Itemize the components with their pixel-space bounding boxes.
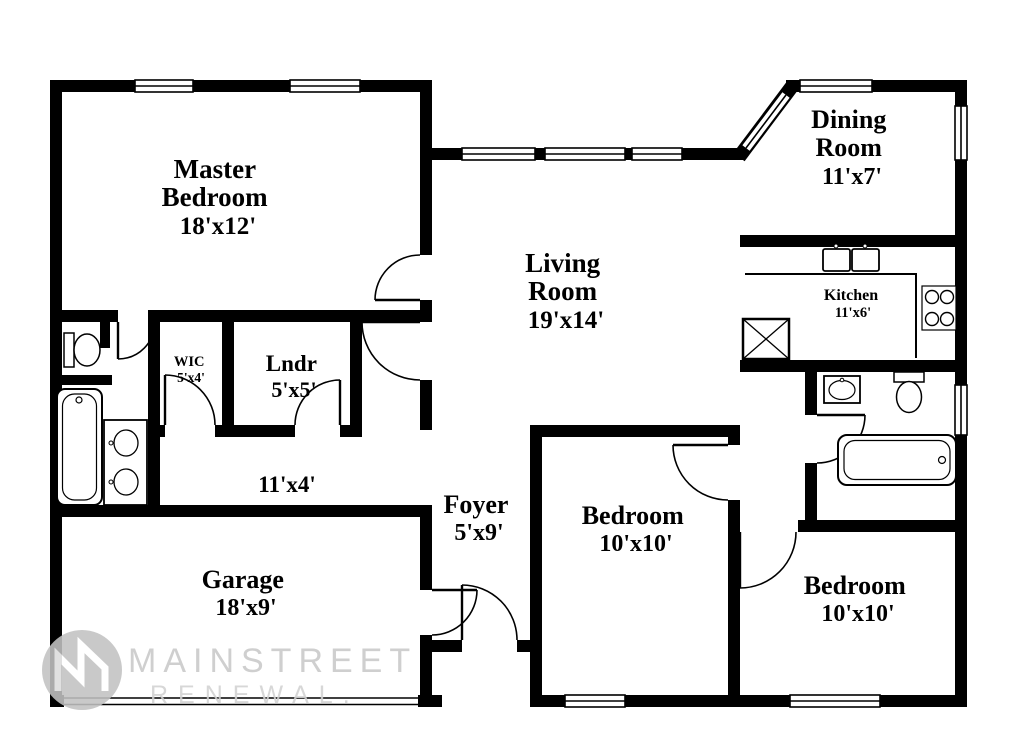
window: [564, 694, 626, 708]
wall-segment: [50, 310, 118, 322]
wall-segment: [215, 425, 295, 437]
wall-segment: [148, 425, 165, 437]
door-bedroom-right: [738, 531, 797, 589]
stove-fixture: [921, 285, 957, 331]
wall-segment: [728, 500, 740, 707]
door-master-bath: [116, 321, 156, 360]
wall-segment: [805, 463, 817, 520]
bathtub-fixture: [837, 434, 957, 486]
door-garage-foyer: [431, 588, 478, 636]
wall-segment: [420, 635, 432, 707]
door-bedroom-center: [672, 443, 729, 501]
room-label-living-room: Living Room 19'x14': [525, 248, 607, 334]
room-label-laundry: Lndr 5'x5': [266, 351, 322, 402]
window: [789, 694, 881, 708]
kitchen-sink-fixture: [822, 243, 880, 272]
wall-segment: [805, 372, 817, 415]
window: [631, 147, 683, 161]
double-vanity-fixture: [103, 419, 148, 506]
room-label-foyer: Foyer 5'x9': [444, 490, 515, 546]
watermark: MAINSTREET RENEWAL.: [42, 630, 417, 710]
toilet-fixture: [63, 332, 101, 368]
watermark-line2: RENEWAL.: [150, 681, 360, 709]
toilet-fixture: [893, 371, 925, 414]
window: [954, 105, 968, 161]
windows: [134, 79, 968, 708]
bathtub-fixture: [56, 388, 103, 506]
wall-segment: [50, 375, 112, 385]
sink-fixture: [823, 375, 861, 404]
wall-segment: [420, 80, 432, 255]
wall-segment: [340, 425, 362, 437]
window: [289, 79, 361, 93]
wall-segment: [430, 640, 462, 652]
room-label-hall-dims: 11'x4': [258, 472, 316, 497]
door-front-entry: [460, 584, 518, 641]
wall-segment: [50, 505, 430, 517]
doors: [116, 254, 866, 641]
window: [954, 384, 968, 436]
fixtures: [56, 243, 957, 506]
wall-segment: [350, 310, 362, 437]
window: [134, 79, 194, 93]
window: [544, 147, 626, 161]
pantry-closet: [741, 317, 791, 361]
room-label-kitchen: Kitchen 11'x6': [824, 287, 882, 321]
kitchen-counter: [745, 273, 917, 358]
room-label-garage: Garage 18'x9': [202, 565, 291, 621]
wall-segment: [798, 520, 967, 532]
window: [461, 147, 536, 161]
wall-segment: [530, 425, 740, 437]
door-master-entry: [374, 254, 421, 302]
room-label-wic: WIC 5'x4': [174, 354, 208, 385]
watermark-line1: MAINSTREET: [128, 642, 417, 680]
wall-segment: [530, 425, 542, 707]
door-wic: [163, 374, 216, 426]
wall-segment: [148, 310, 160, 510]
mainstreet-logo-mark: [54, 636, 109, 691]
wall-segment: [517, 640, 530, 652]
door-laundry: [294, 379, 342, 426]
wall-segment: [50, 80, 62, 707]
room-label-bedroom-center: Bedroom 10'x10': [582, 501, 691, 557]
wall-segment: [100, 322, 110, 348]
wall-segment: [420, 380, 432, 430]
wall-segment: [50, 80, 432, 92]
garage-door: [64, 695, 418, 707]
wall-segment: [740, 235, 967, 247]
wall-segment: [420, 505, 432, 590]
window: [799, 79, 873, 93]
diagonal-wall: [733, 80, 799, 162]
door-hall-living: [361, 320, 421, 381]
room-label-dining-room: Dining Room 11'x7': [811, 105, 893, 190]
wall-segment: [222, 310, 234, 437]
wall-segment: [740, 360, 967, 372]
wall-segment: [155, 310, 432, 322]
room-labels: Master Bedroom 18'x12' Dining Room 11'x7…: [162, 105, 913, 627]
room-label-master-bedroom: Master Bedroom 18'x12': [162, 154, 275, 240]
room-label-bedroom-right: Bedroom 10'x10': [804, 571, 913, 627]
